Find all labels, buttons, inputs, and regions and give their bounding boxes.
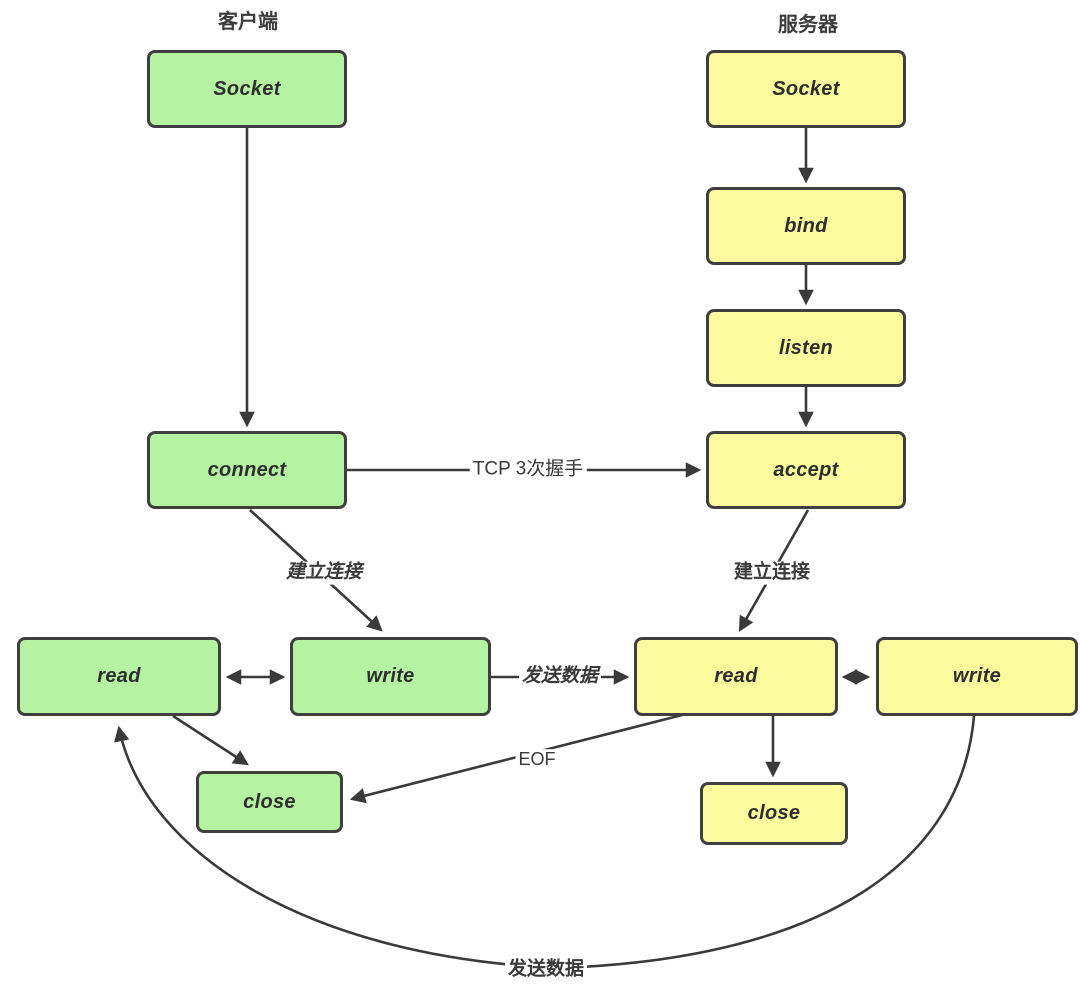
node-client-read: read: [17, 637, 221, 716]
edge-label-send-data-return: 发送数据: [504, 958, 588, 982]
node-client-connect: connect: [147, 431, 347, 509]
edge-label-tcp-handshake: TCP 3次握手: [469, 458, 587, 482]
node-client-socket: Socket: [147, 50, 347, 128]
node-server-accept: accept: [706, 431, 906, 509]
node-client-write: write: [290, 637, 491, 716]
edge-label-send-data: 发送数据: [518, 665, 602, 689]
edge-label-establish-connection-server: 建立连接: [730, 561, 814, 585]
node-server-socket: Socket: [706, 50, 906, 128]
node-server-close: close: [700, 782, 848, 845]
node-server-bind: bind: [706, 187, 906, 265]
node-client-close: close: [196, 771, 343, 833]
node-server-write: write: [876, 637, 1078, 716]
client-column-title: 客户端: [218, 11, 278, 33]
node-server-listen: listen: [706, 309, 906, 387]
server-column-title: 服务器: [778, 14, 838, 36]
edge-label-establish-connection-client: 建立连接: [282, 561, 366, 585]
edge-client-read-to-client-close: [172, 714, 249, 766]
node-server-read: read: [634, 637, 838, 716]
edge-label-eof: EOF: [515, 749, 559, 771]
